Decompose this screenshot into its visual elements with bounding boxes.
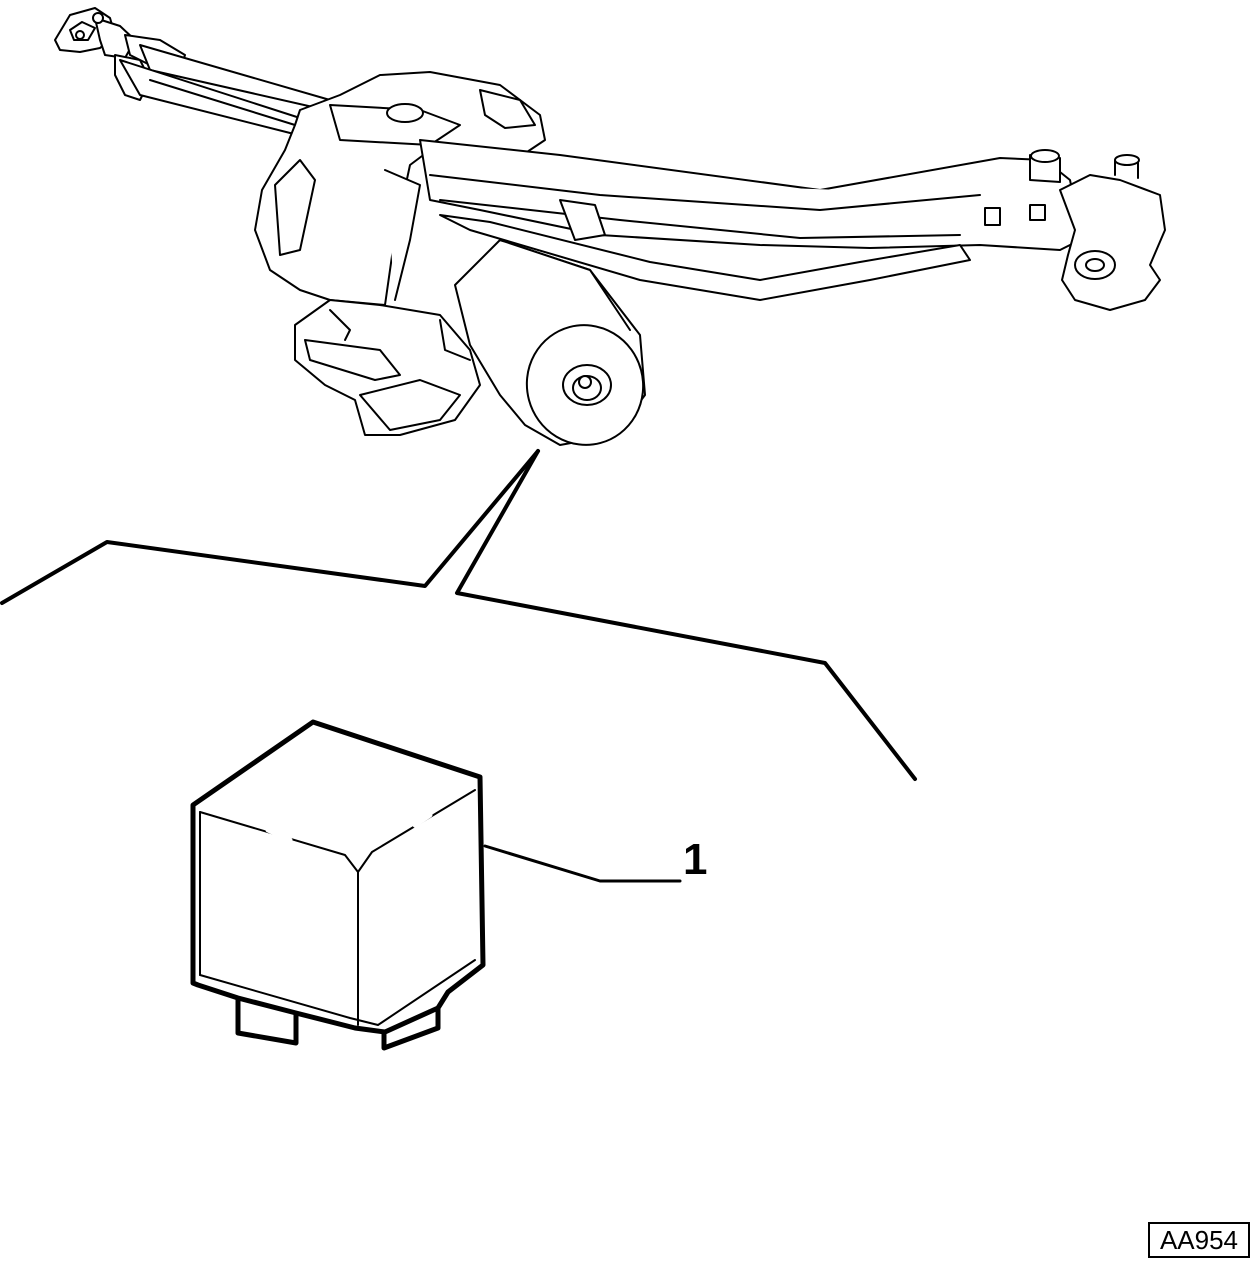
wiper-linkage-motor-icon <box>54 7 1166 446</box>
callout-leader-line <box>483 844 682 883</box>
reference-code-box: AA954 <box>1148 1222 1250 1258</box>
leader-line-left <box>0 449 540 605</box>
relay-icon <box>190 719 486 1051</box>
leader-line-right <box>455 449 917 781</box>
callout-number-1: 1 <box>683 835 708 884</box>
leader-lines <box>0 449 917 781</box>
